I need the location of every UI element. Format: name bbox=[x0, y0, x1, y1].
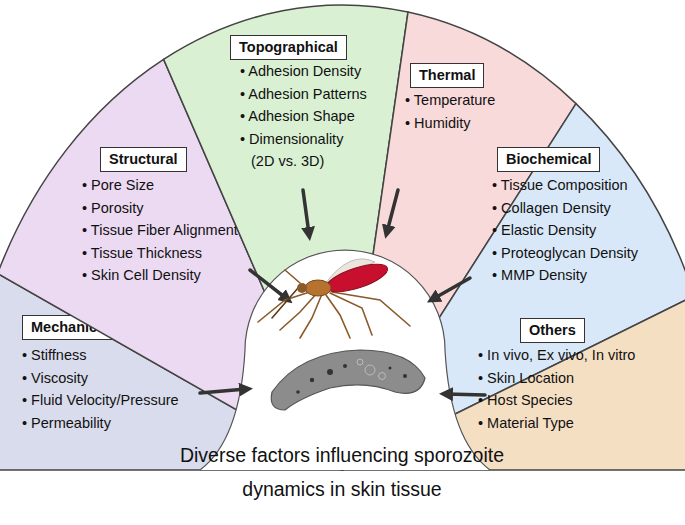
sporozoite-body bbox=[271, 350, 425, 410]
factor-item: • Tissue Fiber Alignment bbox=[82, 219, 238, 242]
mosquito-leg bbox=[258, 290, 316, 322]
organelle bbox=[357, 359, 363, 365]
factor-item: • Skin Location bbox=[478, 367, 635, 390]
mosquito bbox=[258, 259, 410, 338]
sector-heading: Topographical bbox=[230, 35, 347, 60]
mosquito-head bbox=[297, 283, 307, 293]
organelle bbox=[296, 390, 300, 394]
inner-circle bbox=[200, 250, 490, 470]
factor-item: • Collagen Density bbox=[492, 197, 638, 220]
mosquito-antenna bbox=[285, 270, 300, 283]
influence-arrow bbox=[250, 270, 287, 299]
factor-item: • Skin Cell Density bbox=[82, 264, 238, 287]
mosquito-leg bbox=[332, 292, 410, 326]
influence-arrow bbox=[200, 389, 246, 393]
factor-item: • Adhesion Density bbox=[240, 60, 367, 83]
organelle bbox=[343, 364, 347, 368]
factor-item: • Humidity bbox=[405, 112, 495, 135]
factor-item: • Dimensionality (2D vs. 3D) bbox=[240, 128, 366, 173]
factor-item: • Adhesion Patterns bbox=[240, 83, 367, 106]
organelle bbox=[365, 365, 375, 375]
factor-item: • Porosity bbox=[82, 197, 238, 220]
factor-item: • In vivo, Ex vivo, In vitro bbox=[478, 344, 635, 367]
factor-item: • Permeability bbox=[22, 412, 179, 435]
sporozoite bbox=[271, 350, 425, 410]
mosquito-proboscis bbox=[272, 288, 298, 318]
factor-item: • Temperature bbox=[405, 89, 495, 112]
factor-item: • Host Species bbox=[478, 389, 635, 412]
factor-sector: Biochemical• Tissue Composition• Collage… bbox=[492, 147, 638, 287]
influence-arrow bbox=[433, 278, 470, 299]
factor-item: • Proteoglycan Density bbox=[492, 242, 638, 265]
mosquito-leg bbox=[330, 293, 372, 335]
mosquito-abdomen bbox=[323, 259, 390, 298]
organelle bbox=[327, 369, 333, 375]
organelle bbox=[403, 374, 407, 378]
sector-heading: Others bbox=[520, 318, 585, 343]
factor-item: • Elastic Density bbox=[492, 219, 638, 242]
influence-arrow bbox=[446, 394, 485, 395]
factor-item: • Fluid Velocity/Pressure bbox=[22, 389, 179, 412]
factor-item: • Adhesion Shape bbox=[240, 105, 367, 128]
sector-heading: Structural bbox=[100, 147, 187, 172]
organelle bbox=[389, 367, 392, 370]
influence-arrow bbox=[303, 190, 309, 234]
factor-sector: Thermal• Temperature• Humidity bbox=[405, 63, 495, 134]
influence-arrow bbox=[387, 190, 398, 232]
factor-item: • Tissue Thickness bbox=[82, 242, 238, 265]
mosquito-leg bbox=[300, 294, 322, 338]
mosquito-thorax bbox=[305, 280, 331, 296]
mosquito-leg bbox=[280, 292, 318, 330]
organelle bbox=[310, 378, 314, 382]
factor-item: • Viscosity bbox=[22, 367, 179, 390]
organelle bbox=[379, 373, 386, 380]
sector-heading: Biochemical bbox=[497, 147, 600, 172]
factor-item: • Tissue Composition bbox=[492, 174, 638, 197]
sector-heading: Thermal bbox=[410, 63, 484, 88]
factor-sector: Topographical• Adhesion Density• Adhesio… bbox=[230, 35, 367, 173]
figure-caption: Diverse factors influencing sporozoite d… bbox=[177, 438, 507, 506]
factor-item: • Material Type bbox=[478, 412, 635, 435]
factor-item: • MMP Density bbox=[492, 264, 638, 287]
factor-sector: Others• In vivo, Ex vivo, In vitro• Skin… bbox=[478, 318, 635, 434]
